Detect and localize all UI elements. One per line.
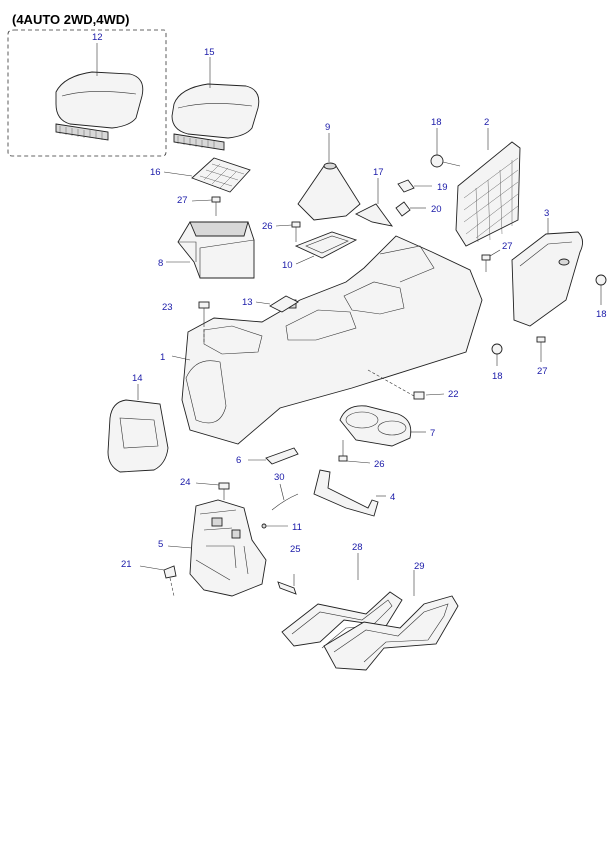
part-14-front-bezel: 14 [107, 373, 169, 473]
callout-7: 7 [430, 428, 435, 439]
callout-18b: 18 [596, 309, 607, 320]
part-27-screw-a: 27 [177, 195, 221, 216]
part-4-bracket: 4 [313, 469, 395, 517]
part-7-cup-holder: 7 [339, 405, 435, 447]
callout-18c: 18 [492, 371, 503, 382]
callout-24: 24 [180, 477, 191, 488]
part-3-side-cover: 3 [511, 208, 583, 327]
callout-25: 25 [290, 544, 301, 555]
callout-1: 1 [160, 352, 165, 363]
callout-10: 10 [282, 260, 293, 271]
part-13-pad: 13 [242, 295, 299, 313]
part-18-clip-a: 18 [430, 117, 461, 168]
part-22-bolt: 22 [367, 369, 459, 400]
callout-19: 19 [437, 182, 448, 193]
part-26-screw-a: 26 [262, 221, 301, 242]
callout-27c: 27 [537, 366, 548, 377]
part-28-mat: 28 [281, 542, 403, 649]
callout-16: 16 [150, 167, 161, 178]
part-18-clip-b: 18 [595, 274, 607, 320]
part-20-switch: 20 [395, 201, 442, 217]
part-25-bolt: 25 [277, 544, 301, 595]
callout-27b: 27 [502, 241, 513, 252]
variant-label: (4AUTO 2WD,4WD) [12, 12, 129, 27]
part-2-side-panel: 2 [455, 117, 521, 247]
part-26-screw-b: 26 [338, 440, 385, 470]
callout-30: 30 [274, 472, 285, 483]
variant-box: (4AUTO 2WD,4WD) [7, 12, 167, 157]
part-15-armrest-lid: 15 [171, 47, 260, 151]
part-19-switch: 19 [397, 179, 448, 193]
part-30-wire: 30 [271, 472, 299, 511]
callout-8: 8 [158, 258, 163, 269]
callout-3: 3 [544, 208, 549, 219]
callout-12: 12 [92, 32, 103, 43]
callout-2: 2 [484, 117, 489, 128]
callout-20: 20 [431, 204, 442, 215]
callout-4: 4 [390, 492, 395, 503]
part-27-screw-c: 27 [536, 336, 548, 377]
part-21-clip: 21 [121, 559, 177, 597]
callout-13: 13 [242, 297, 253, 308]
part-24-screw: 24 [180, 477, 230, 500]
callout-14: 14 [132, 373, 143, 384]
callout-26b: 26 [374, 459, 385, 470]
part-17-trim: 17 [354, 167, 394, 227]
callout-6: 6 [236, 455, 241, 466]
callout-28: 28 [352, 542, 363, 553]
part-16-mat: 16 [150, 157, 251, 193]
callout-17: 17 [373, 167, 384, 178]
part-27-screw-b: 27 [481, 241, 513, 272]
callout-26a: 26 [262, 221, 273, 232]
callout-21: 21 [121, 559, 132, 570]
part-6-bracket: 6 [236, 447, 299, 466]
callout-29: 29 [414, 561, 425, 572]
callout-23: 23 [162, 302, 173, 313]
callout-15: 15 [204, 47, 215, 58]
part-10-shift-bezel: 10 [282, 231, 358, 271]
callout-27a: 27 [177, 195, 188, 206]
part-11-pin: 11 [261, 522, 302, 533]
callout-5: 5 [158, 539, 163, 550]
part-23-screw: 23 [162, 301, 210, 342]
callout-18a: 18 [431, 117, 442, 128]
part-8-storage-tray: 8 [158, 221, 255, 279]
callout-22: 22 [448, 389, 459, 400]
part-29-mat: 29 [323, 561, 459, 671]
part-12-armrest-lid: 12 [55, 32, 144, 141]
callout-11: 11 [292, 522, 302, 533]
part-18-clip-c: 18 [491, 343, 503, 382]
callout-9: 9 [325, 122, 330, 133]
part-5-mounting-frame: 5 [158, 499, 267, 597]
part-9-shift-boot: 9 [297, 122, 361, 221]
